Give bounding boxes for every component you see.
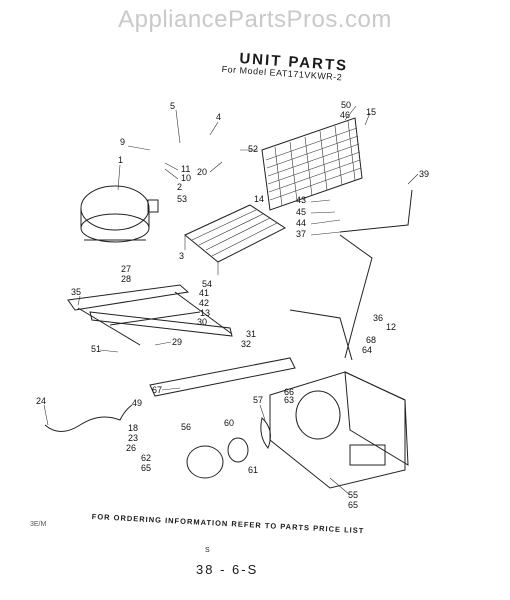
evaporator-coil (184, 204, 286, 275)
callout-13: 13 (200, 308, 210, 318)
callout-4: 4 (216, 112, 221, 122)
callout-18: 18 (128, 423, 138, 433)
callout-64: 64 (362, 345, 372, 355)
callout-44: 44 (296, 218, 306, 228)
compressor (80, 185, 159, 243)
callout-32: 32 (241, 339, 251, 349)
frame (67, 284, 296, 397)
callout-61: 61 (248, 465, 258, 475)
callout-2: 2 (177, 182, 182, 192)
callout-42: 42 (199, 298, 209, 308)
callout-5: 5 (170, 101, 175, 111)
callout-49: 49 (132, 398, 142, 408)
callout-9: 9 (120, 137, 125, 147)
callout-66: 66 (284, 387, 294, 397)
page-code: 38 - 6-S (196, 562, 259, 577)
callout-43: 43 (296, 195, 306, 205)
callout-53: 53 (177, 194, 187, 204)
callout-37: 37 (296, 229, 306, 239)
watermark: AppliancePartsPros.com (118, 6, 392, 33)
callout-65: 65 (141, 463, 151, 473)
leader-lines (43, 105, 419, 496)
callout-1: 1 (118, 155, 123, 165)
callout-28: 28 (121, 274, 131, 284)
callout-67: 67 (152, 385, 162, 395)
wiring-harness (44, 404, 133, 432)
callout-62: 62 (141, 453, 151, 463)
callout-31: 31 (246, 329, 256, 339)
callout-56: 56 (181, 422, 191, 432)
callout-11: 11 (181, 164, 190, 174)
small-mark: S (205, 547, 210, 554)
condenser-coil (261, 117, 363, 211)
refrigerant-tubing (289, 189, 413, 361)
callout-55: 55 (348, 490, 358, 500)
callout-54: 54 (202, 279, 212, 289)
callout-35: 35 (71, 287, 81, 297)
callout-14: 14 (254, 194, 264, 204)
callout-39: 39 (419, 169, 429, 179)
callout-63: 63 (284, 395, 294, 405)
callout-65-b: 65 (348, 500, 358, 510)
callout-12: 12 (386, 322, 396, 332)
callout-26: 26 (126, 443, 136, 453)
callout-23: 23 (128, 433, 138, 443)
callout-68: 68 (366, 335, 376, 345)
callout-60: 60 (224, 418, 234, 428)
callout-41: 41 (199, 288, 209, 298)
callout-51: 51 (91, 344, 101, 354)
callout-20: 20 (197, 167, 207, 177)
callout-30: 30 (197, 317, 207, 327)
callout-29: 29 (172, 337, 182, 347)
fan-motor (186, 417, 271, 479)
callout-27: 27 (121, 264, 131, 274)
callout-10: 10 (181, 173, 191, 183)
callout-15: 15 (366, 107, 376, 117)
callout-45: 45 (296, 207, 306, 217)
callout-46: 46 (340, 110, 350, 120)
callout-3: 3 (179, 251, 184, 261)
callout-50: 50 (341, 100, 351, 110)
callout-57: 57 (253, 395, 263, 405)
callout-36: 36 (373, 313, 383, 323)
callout-52: 52 (248, 144, 258, 154)
margin-note: 3E/M (30, 521, 47, 528)
callout-24: 24 (36, 396, 46, 406)
